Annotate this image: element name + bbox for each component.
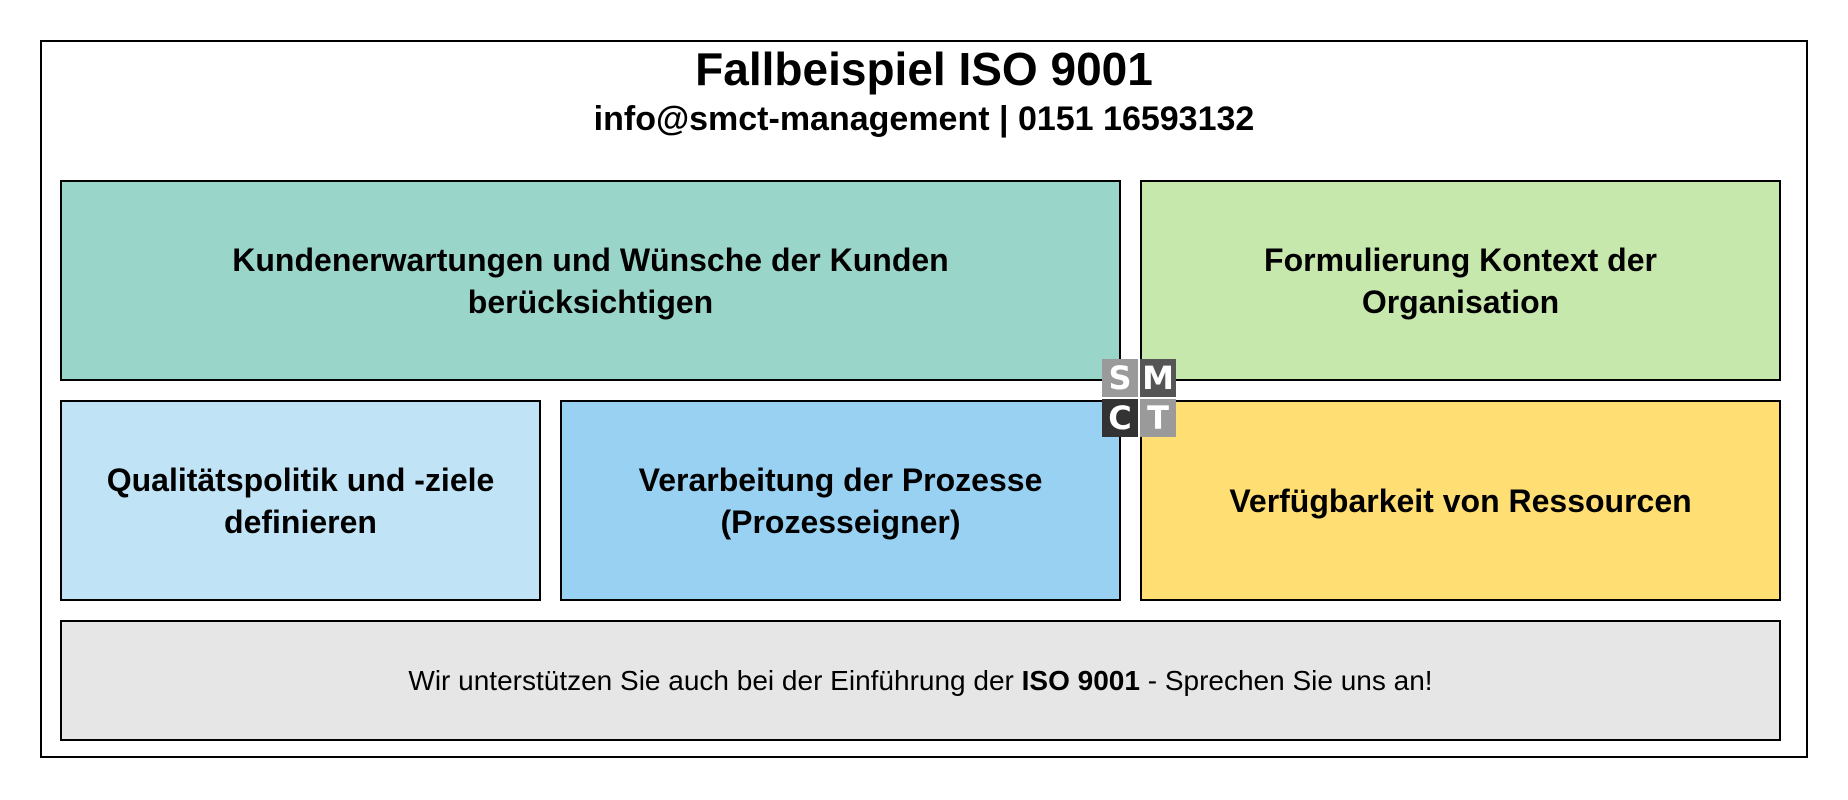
box-quality-policy-label: Qualitätspolitik und -ziele definieren bbox=[106, 461, 495, 540]
logo-letter-s: S bbox=[1102, 359, 1138, 397]
smct-logo: S M C T bbox=[1102, 359, 1176, 437]
box-resources: Verfügbarkeit von Ressourcen bbox=[1140, 400, 1781, 601]
box-organization-context: Formulierung Kontext der Organisation bbox=[1140, 180, 1781, 381]
box-processes: Verarbeitung der Prozesse (Prozesseigner… bbox=[560, 400, 1121, 601]
footer-text-before: Wir unterstützen Sie auch bei der Einfüh… bbox=[408, 664, 1022, 696]
diagram-frame bbox=[40, 40, 1808, 758]
box-customer-expectations-label: Kundenerwartungen und Wünsche der Kunden… bbox=[232, 241, 949, 320]
box-customer-expectations: Kundenerwartungen und Wünsche der Kunden… bbox=[60, 180, 1121, 381]
logo-letter-m: M bbox=[1140, 359, 1176, 397]
footer-text-bold: ISO 9001 bbox=[1021, 664, 1140, 696]
box-resources-label: Verfügbarkeit von Ressourcen bbox=[1229, 482, 1692, 519]
logo-letter-t: T bbox=[1140, 399, 1176, 437]
box-processes-label: Verarbeitung der Prozesse (Prozesseigner… bbox=[638, 461, 1043, 540]
contact-line: info@smct-management | 0151 16593132 bbox=[593, 100, 1255, 138]
box-quality-policy: Qualitätspolitik und -ziele definieren bbox=[60, 400, 541, 601]
footer-text-after: - Sprechen Sie uns an! bbox=[1139, 664, 1433, 696]
page-title: Fallbeispiel ISO 9001 bbox=[695, 43, 1153, 95]
footer-banner: Wir unterstützen Sie auch bei der Einfüh… bbox=[60, 620, 1781, 741]
logo-letter-c: C bbox=[1102, 399, 1138, 437]
box-organization-context-label: Formulierung Kontext der Organisation bbox=[1264, 241, 1657, 320]
